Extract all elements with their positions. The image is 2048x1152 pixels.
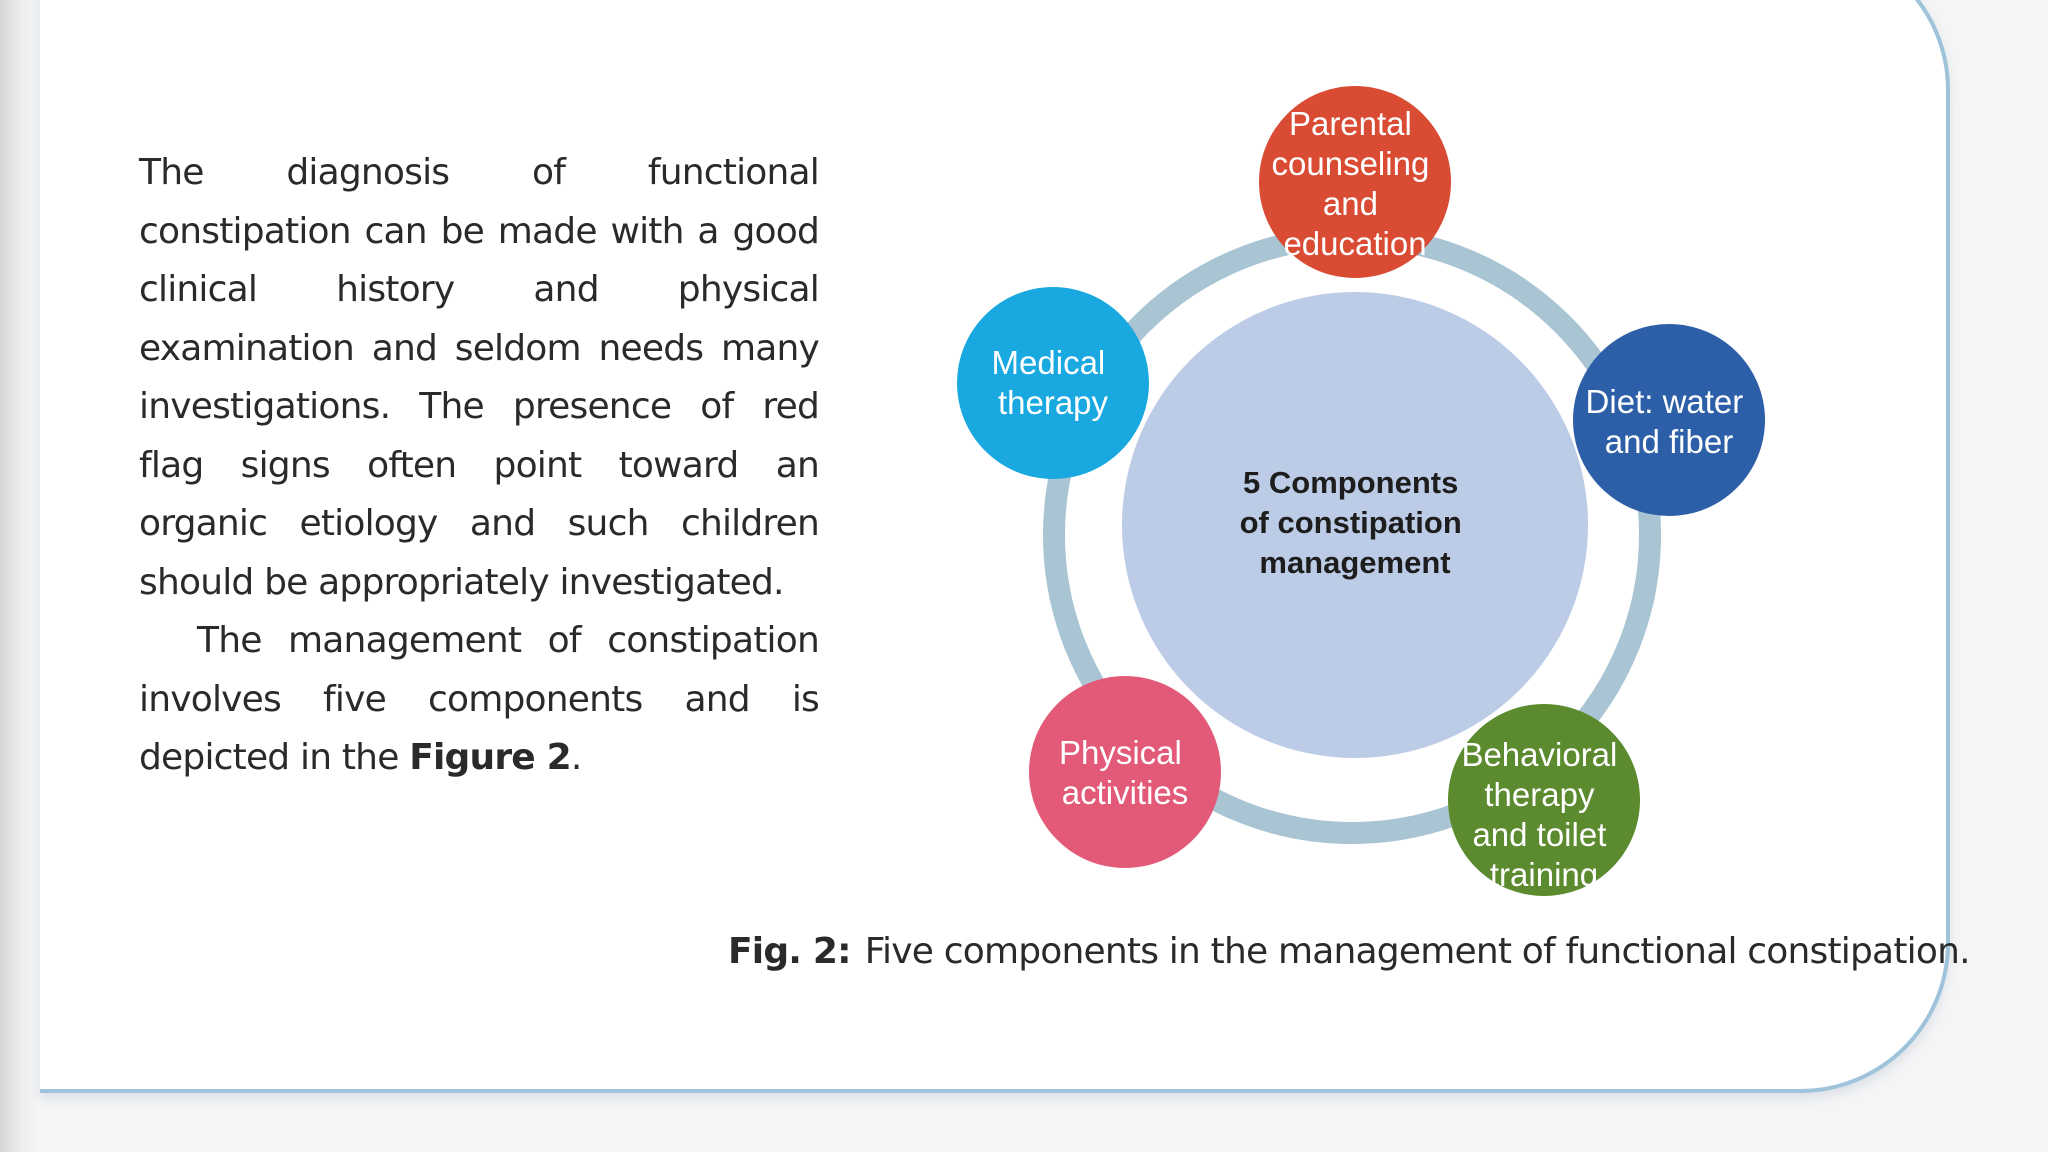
page-edge-shadow — [0, 0, 40, 1152]
node-behavioral-circle — [1448, 704, 1640, 896]
node-diet: Diet: water and fiber — [1573, 324, 1765, 516]
paragraph-management-text: The management of constipation involves … — [139, 620, 820, 778]
node-medical-circle — [957, 287, 1149, 479]
node-physical-label: Physical activities — [1059, 734, 1191, 811]
node-medical-therapy: Medical therapy — [957, 287, 1149, 479]
paragraph-diagnosis: The diagnosis of functional constipation… — [139, 152, 820, 603]
body-text: The diagnosis of functional constipation… — [139, 144, 820, 788]
paragraph-end-period: . — [570, 737, 582, 778]
paragraph-management: The management of constipation involves … — [139, 612, 820, 788]
node-diet-label: Diet: water and fiber — [1586, 383, 1753, 460]
content-panel — [40, 0, 1950, 1093]
center-circle — [1122, 292, 1588, 758]
node-behavioral-therapy: Behavioral therapy and toilet training — [1448, 704, 1640, 896]
figure-caption-text: Five components in the management of fun… — [864, 931, 1971, 972]
node-parental-circle — [1259, 86, 1451, 278]
node-diet-circle — [1573, 324, 1765, 516]
figure-reference: Figure 2 — [409, 737, 571, 778]
node-medical-label: Medical therapy — [992, 344, 1115, 421]
node-behavioral-label: Behavioral therapy and toilet training — [1461, 736, 1626, 893]
figure-caption: Fig. 2: Five components in the management… — [728, 931, 1971, 972]
node-physical-activities: Physical activities — [1029, 676, 1221, 868]
node-physical-circle — [1029, 676, 1221, 868]
figure-caption-label: Fig. 2: — [728, 931, 852, 972]
node-parental-counseling: Parental counseling and education — [1259, 86, 1451, 278]
center-label: 5 Components of constipation management — [1240, 465, 1471, 580]
node-parental-label: Parental counseling and education — [1272, 105, 1439, 262]
